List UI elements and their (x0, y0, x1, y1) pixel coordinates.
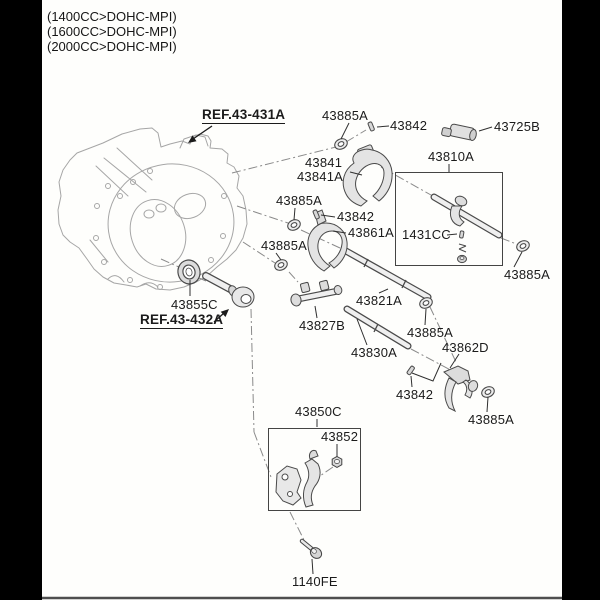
part-label-43885A-1[interactable]: 43885A (322, 108, 369, 123)
part-label-43842-2[interactable]: 43842 (337, 209, 375, 224)
pins-43842 (312, 121, 415, 376)
part-label-43885A-2[interactable]: 43885A (276, 193, 323, 208)
rings-43885A (274, 138, 530, 398)
lever-hook-43850C (309, 450, 319, 460)
pin-43842-3 (406, 365, 415, 376)
engine-spec-line-1: (1400CC>DOHC-MPI) (47, 9, 177, 24)
part-label-43852[interactable]: 43852 (321, 429, 359, 444)
nut-43852 (331, 455, 343, 468)
part-label-1431CC[interactable]: 1431CC (402, 227, 451, 242)
centerlines (160, 129, 520, 541)
pin-43842-2 (312, 209, 320, 220)
part-label-43821A[interactable]: 43821A (356, 293, 403, 308)
part-label-43810A[interactable]: 43810A (428, 149, 475, 164)
gate-43827B (290, 279, 343, 307)
control-shaft-head (202, 272, 255, 308)
assembly-box-43810A (395, 172, 503, 266)
engine-spec-line-2: (1600CC>DOHC-MPI) (47, 24, 177, 39)
ring-43885A-1 (334, 138, 348, 150)
leader-lines (189, 122, 523, 575)
assembly-box-43850C (268, 428, 361, 511)
shift-fork-43841 (342, 144, 393, 207)
part-label-43885A-5[interactable]: 43885A (407, 325, 454, 340)
pin-43842-1 (367, 121, 375, 132)
ring-43885A-4 (516, 240, 530, 252)
part-label-43841[interactable]: 43841 (305, 155, 343, 170)
part-label-43862D[interactable]: 43862D (442, 340, 489, 355)
ref-label-43-432A[interactable]: REF.43-432A (140, 312, 224, 329)
part-label-43885A-4[interactable]: 43885A (504, 267, 551, 282)
ring-43885A-5 (419, 297, 433, 309)
lever-43850C (303, 458, 321, 508)
housing-bolt-holes (93, 168, 227, 290)
ref-arrow-icon (220, 309, 229, 317)
ring-43885A-2 (287, 219, 301, 231)
left-frame-bar (0, 0, 42, 600)
part-label-43842-1[interactable]: 43842 (390, 118, 428, 133)
part-label-43855C[interactable]: 43855C (171, 297, 218, 312)
part-label-43885A-6[interactable]: 43885A (468, 412, 515, 427)
part-label-43885A-3[interactable]: 43885A (261, 238, 308, 253)
shift-rail-43821A (342, 247, 432, 301)
part-label-43830A[interactable]: 43830A (351, 345, 398, 360)
part-label-43841A[interactable]: 43841A (297, 169, 344, 184)
part-label-43850C[interactable]: 43850C (295, 404, 342, 419)
detent-spring-1431CC (458, 243, 467, 253)
ref-label-43-431A[interactable]: REF.43-431A (202, 107, 286, 124)
bracket-43850C (275, 450, 321, 508)
detent-1431CC (457, 230, 467, 264)
bolt-1140FE (299, 538, 323, 559)
part-label-43842-3[interactable]: 43842 (396, 387, 434, 402)
ring-43885A-3 (274, 259, 288, 271)
part-label-43827B[interactable]: 43827B (299, 318, 346, 333)
transmission-housing-drawing (57, 127, 248, 291)
rail-assembly-43810A-shaft (430, 193, 503, 239)
right-frame-bar (562, 0, 600, 600)
shift-rail-43830A (343, 305, 412, 350)
part-label-43861A[interactable]: 43861A (348, 225, 395, 240)
ref-arrow-icon (188, 135, 197, 143)
ring-43885A-6 (481, 386, 495, 398)
engine-spec-line-3: (2000CC>DOHC-MPI) (47, 39, 177, 54)
ref-43-432A-arrow (213, 309, 229, 323)
plug-43725B (441, 123, 477, 142)
detent-pin-1431CC (459, 230, 465, 239)
shift-fork-43862D (443, 365, 479, 413)
seal-43855C (177, 259, 201, 285)
part-label-1140FE[interactable]: 1140FE (292, 574, 338, 589)
ref-43-431A-arrow (188, 125, 213, 143)
part-label-43725B[interactable]: 43725B (494, 119, 541, 134)
